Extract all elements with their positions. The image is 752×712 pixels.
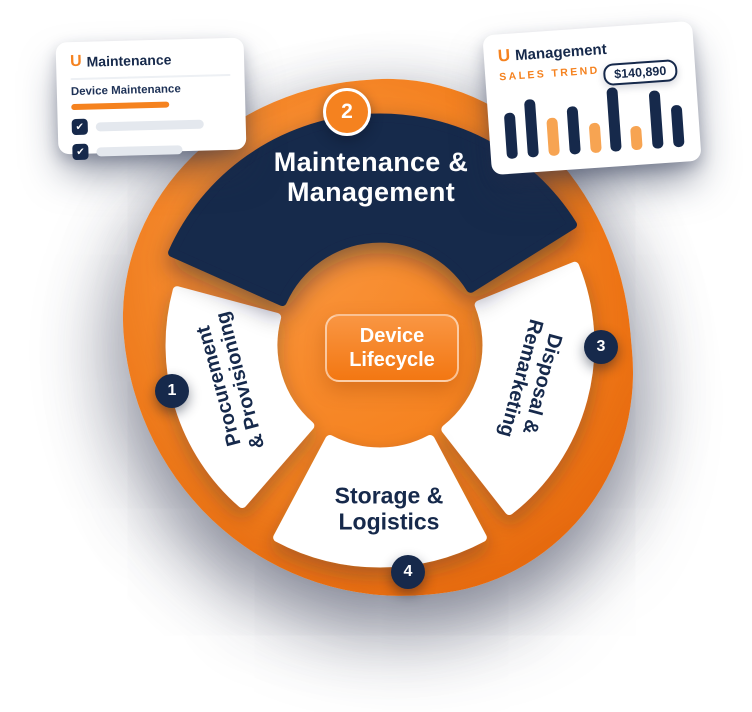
- segment-maintenance-line1: Maintenance &: [273, 146, 469, 177]
- card-divider: [70, 73, 231, 81]
- chart-bar: [606, 87, 623, 152]
- segment-storage-shape: [273, 435, 487, 568]
- placeholder-text-bar: [96, 144, 183, 156]
- segment-maintenance-line2: Management: [286, 177, 456, 207]
- maintenance-card: U Maintenance Device Maintenance ✔ ✔: [55, 37, 247, 161]
- management-card: U Management SALES TREND $140,890: [482, 20, 702, 176]
- center-line2: Lifecycle: [349, 349, 435, 371]
- device-lifecycle-center-label: Device Lifecycle: [325, 314, 459, 382]
- segment-storage-line1: Storage &: [334, 482, 444, 509]
- chart-bar: [588, 122, 602, 154]
- chart-bar: [630, 125, 643, 151]
- segment-maintenance-label: Maintenance & Management: [274, 147, 468, 207]
- management-brand-name: Management: [514, 40, 608, 64]
- checked-checkbox-icon: ✔: [72, 143, 89, 161]
- maintenance-card-title: Device Maintenance: [70, 83, 181, 99]
- maintenance-brand-name: Maintenance: [86, 51, 172, 70]
- segment-procurement-shape: [165, 286, 315, 508]
- segment-storage-label: Storage & Logistics: [334, 482, 444, 535]
- brand-u-icon: U: [69, 52, 82, 71]
- step-badge-3: 3: [584, 330, 618, 364]
- placeholder-text-bar: [95, 119, 204, 131]
- sales-trend-chart: $140,890: [500, 59, 687, 160]
- checklist-row: ✔: [71, 115, 232, 136]
- chart-bar: [546, 117, 560, 157]
- center-line1: Device: [359, 325, 425, 347]
- segment-maintenance-shape: [168, 113, 577, 306]
- sales-bars: [503, 83, 685, 160]
- chart-bar: [670, 104, 685, 148]
- step-badge-1: 1: [155, 374, 189, 408]
- checked-checkbox-icon: ✔: [71, 118, 88, 136]
- chart-bar: [648, 90, 664, 149]
- brand-u-icon: U: [497, 45, 511, 66]
- segment-storage-line2: Logistics: [338, 508, 440, 534]
- maintenance-card-header: U Maintenance: [70, 49, 230, 71]
- chart-bar: [523, 98, 539, 158]
- progress-bar: [71, 101, 170, 111]
- sales-value-callout: $140,890: [602, 59, 679, 87]
- step-badge-4: 4: [391, 555, 425, 589]
- chart-bar: [566, 106, 581, 155]
- chart-bar: [503, 112, 519, 160]
- step-badge-2: 2: [323, 88, 371, 136]
